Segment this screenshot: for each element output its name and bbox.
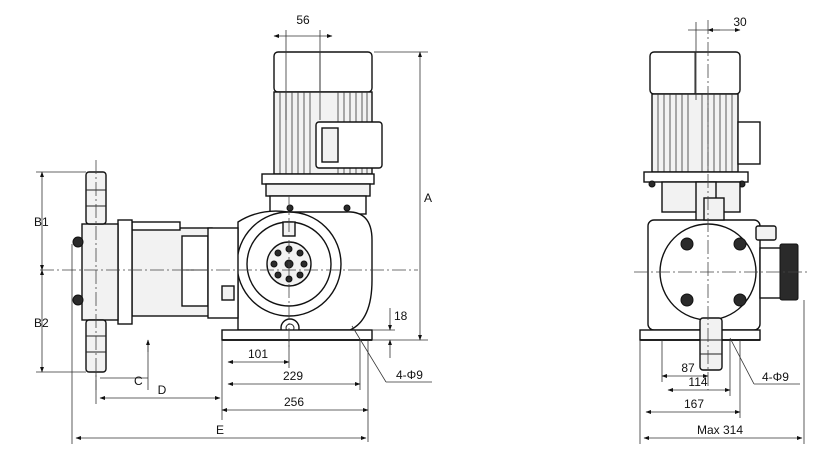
dim-max-label: Max 314 — [697, 423, 743, 437]
dim-167-label: 167 — [684, 397, 704, 411]
dim-56-label: 56 — [296, 13, 310, 27]
side-housing — [639, 197, 799, 371]
dim-256-label: 256 — [284, 395, 304, 409]
dim-114-label: 114 — [688, 375, 707, 389]
front-view: 56 A 18 B1 B2 101 229 256 — [34, 13, 432, 444]
front-motor — [261, 51, 383, 215]
front-pump-head — [72, 171, 133, 373]
front-drive-housing — [131, 221, 239, 319]
dim-101-label: 101 — [248, 347, 268, 361]
dim-229-label: 229 — [283, 369, 303, 383]
side-motor — [643, 51, 761, 223]
dim-30-label: 30 — [733, 15, 747, 29]
dim-A-label: A — [424, 191, 432, 205]
front-holes-label: 4-Φ9 — [396, 368, 423, 382]
side-holes-label: 4-Φ9 — [762, 370, 789, 384]
dim-C-label: C — [134, 374, 143, 388]
dim-D-label: D — [158, 383, 167, 397]
front-gearbox — [221, 210, 373, 341]
dim-B1-label: B1 — [34, 215, 49, 229]
dim-18-label: 18 — [394, 309, 408, 323]
dim-B2-label: B2 — [34, 316, 49, 330]
dim-E-label: E — [216, 423, 224, 437]
side-view: 30 87 114 167 Max 314 4-Φ9 — [634, 15, 808, 444]
dim-87-label: 87 — [681, 361, 695, 375]
